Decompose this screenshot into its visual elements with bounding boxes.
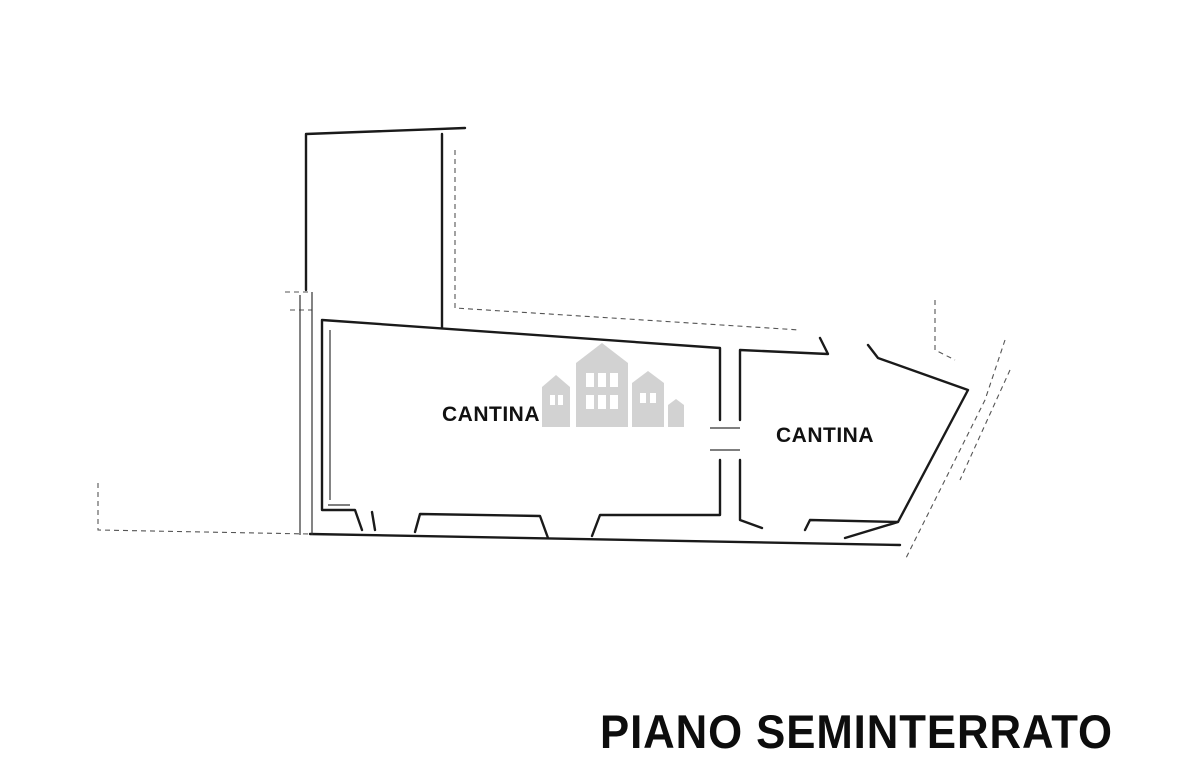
doorway-passage: [710, 427, 740, 451]
room-label-cantina-right: CANTINA: [776, 424, 874, 447]
house-logo-icon: [542, 343, 684, 427]
upper-block-outline: [304, 126, 467, 330]
floor-title: PIANO SEMINTERRATO: [600, 705, 1113, 758]
bottom-ground-line: [308, 532, 902, 547]
upper-right-dashed-wall: [454, 150, 801, 331]
room-label-cantina-left: CANTINA: [442, 403, 540, 426]
watermark-logo: [536, 335, 686, 435]
right-dashed-exterior: [904, 300, 1011, 561]
left-dashed-extension: [97, 291, 312, 535]
cantina-right-walls: [738, 336, 970, 540]
cantina-left-walls: [320, 318, 722, 540]
cantina-left-inner: [328, 330, 350, 506]
left-wall-stub: [299, 292, 313, 535]
